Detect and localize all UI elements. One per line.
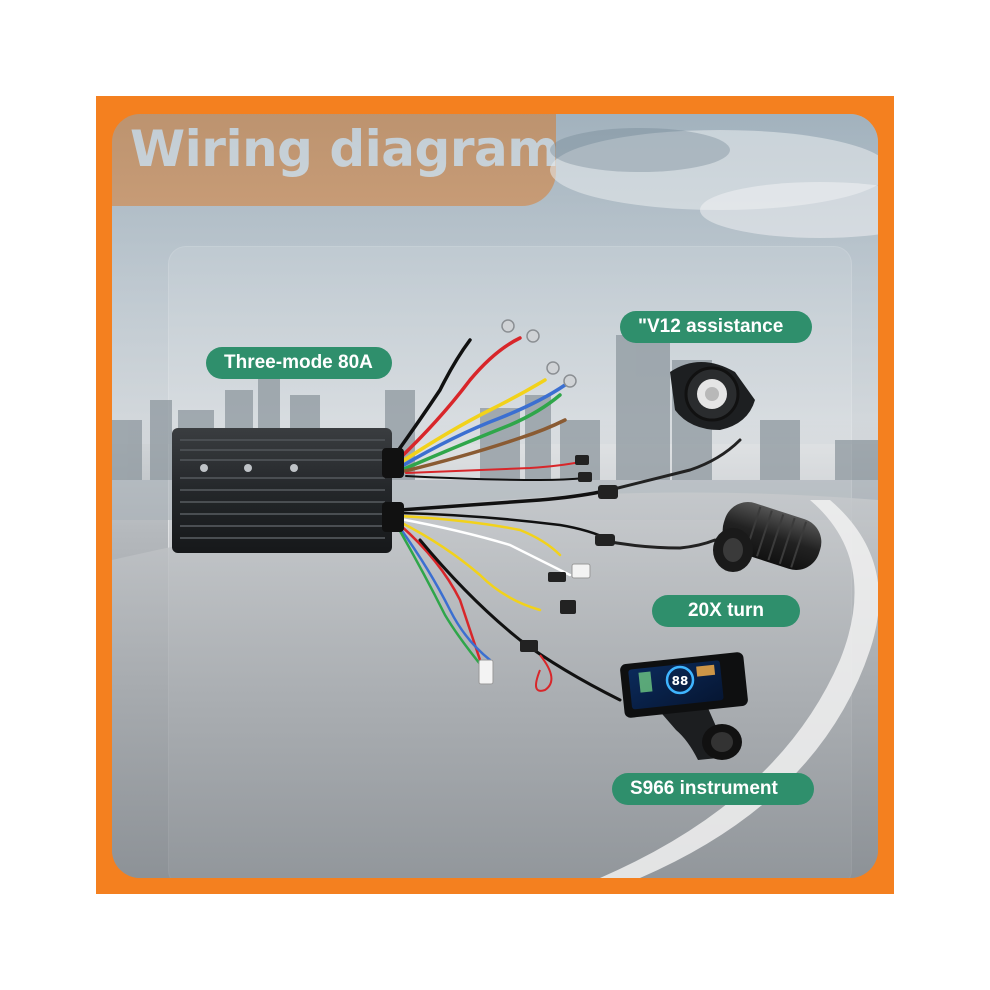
controller-label: Three-mode 80A bbox=[206, 347, 392, 379]
display-label: S966 instrument bbox=[612, 773, 814, 805]
sensor-label: "V12 assistance bbox=[620, 311, 812, 343]
throttle-label: 20X turn bbox=[652, 595, 800, 627]
background-scene bbox=[112, 114, 878, 878]
title-tab: Wiring diagram bbox=[96, 96, 559, 206]
page-title: Wiring diagram bbox=[130, 120, 559, 178]
